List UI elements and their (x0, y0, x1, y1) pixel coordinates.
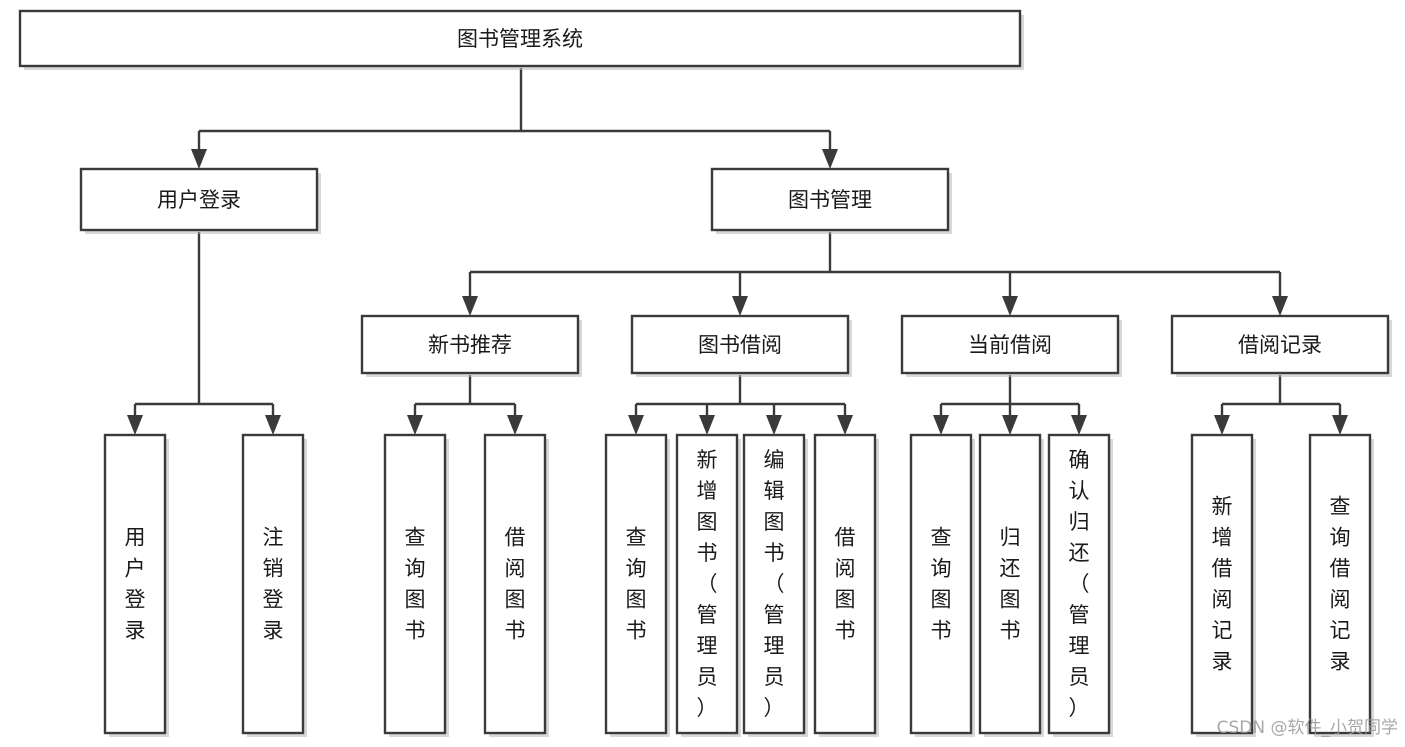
node-leaf-confirm-return[interactable]: 确认归还（管理员） (1047, 433, 1113, 737)
node-borrow-record-label: 借阅记录 (1238, 333, 1322, 357)
node-leaf-query-book-2-box (604, 433, 668, 735)
node-leaf-query-book-3[interactable]: 查询图书 (909, 433, 975, 737)
node-leaf-add-record[interactable]: 新增借阅记录 (1190, 433, 1256, 737)
node-leaf-borrow-book-2-label: 借阅图书 (835, 526, 856, 643)
node-book-manage-label: 图书管理 (788, 188, 872, 212)
arrow-bm-to-bookborrow (732, 296, 748, 316)
arrow-nb-leaf1 (407, 415, 423, 435)
node-leaf-confirm-return-box (1047, 433, 1111, 735)
arrow-root-to-user-login (191, 149, 207, 169)
node-leaf-add-book[interactable]: 新增图书（管理员） (675, 433, 741, 737)
node-root-box (18, 9, 1022, 68)
node-current-borrow-box (900, 314, 1120, 375)
node-borrow-record-box (1170, 314, 1390, 375)
node-leaf-query-book-2-label: 查询图书 (626, 526, 647, 643)
node-leaf-logout[interactable]: 注销登录 (241, 433, 307, 737)
node-book-borrow[interactable]: 图书借阅 (630, 314, 852, 377)
arrow-nb-leaf2 (507, 415, 523, 435)
node-book-manage[interactable]: 图书管理 (710, 167, 952, 234)
node-root[interactable]: 图书管理系统 (18, 9, 1024, 70)
node-book-borrow-label: 图书借阅 (698, 333, 782, 357)
node-leaf-query-record[interactable]: 查询借阅记录 (1308, 433, 1374, 737)
node-current-borrow-label: 当前借阅 (968, 333, 1052, 357)
node-leaf-add-record-box (1190, 433, 1254, 735)
node-leaf-query-book-3-box (909, 433, 973, 735)
node-leaf-user-login[interactable]: 用户登录 (103, 433, 169, 737)
node-leaf-logout-label: 注销登录 (263, 526, 284, 643)
arrow-bb-leaf3 (766, 415, 782, 435)
node-leaf-borrow-book-2[interactable]: 借阅图书 (813, 433, 879, 737)
arrow-cb-leaf1 (933, 415, 949, 435)
node-leaf-borrow-book-1-box (483, 433, 547, 735)
node-leaf-query-record-box (1308, 433, 1372, 735)
node-leaf-return-book[interactable]: 归还图书 (978, 433, 1044, 737)
node-leaf-query-book-1-box (383, 433, 447, 735)
node-leaf-query-record-label: 查询借阅记录 (1330, 495, 1351, 674)
node-leaf-add-record-label: 新增借阅记录 (1212, 495, 1233, 674)
node-leaf-logout-box (241, 433, 305, 735)
node-leaf-user-login-label: 用户登录 (125, 526, 146, 643)
node-leaf-borrow-book-2-box (813, 433, 877, 735)
node-leaf-edit-book-box (742, 433, 806, 735)
node-leaf-query-book-1[interactable]: 查询图书 (383, 433, 449, 737)
node-new-book-rec-label: 新书推荐 (428, 333, 512, 357)
nodes-layer: 图书管理系统 用户登录 图书管理 新书推荐 (18, 9, 1392, 737)
arrow-bb-leaf1 (628, 415, 644, 435)
node-user-login-box (79, 167, 319, 232)
arrow-bm-to-currentborrow (1002, 296, 1018, 316)
node-leaf-query-book-2[interactable]: 查询图书 (604, 433, 670, 737)
node-leaf-edit-book-label: 编辑图书（管理员） (764, 448, 785, 720)
node-borrow-record[interactable]: 借阅记录 (1170, 314, 1392, 377)
csdn-watermark: CSDN @软件_小贺同学 (1217, 718, 1398, 738)
node-leaf-return-book-label: 归还图书 (1000, 526, 1021, 643)
arrow-bm-to-newbook (462, 296, 478, 316)
node-new-book-rec-box (360, 314, 580, 375)
node-leaf-add-book-label: 新增图书（管理员） (697, 448, 718, 720)
node-leaf-borrow-book-1-label: 借阅图书 (505, 526, 526, 643)
arrow-bb-leaf2 (699, 415, 715, 435)
node-book-manage-box (710, 167, 950, 232)
node-leaf-query-book-3-label: 查询图书 (931, 526, 952, 643)
node-leaf-add-book-box (675, 433, 739, 735)
node-leaf-edit-book[interactable]: 编辑图书（管理员） (742, 433, 808, 737)
arrow-bm-to-borrowrecord (1272, 296, 1288, 316)
node-leaf-confirm-return-label: 确认归还（管理员） (1069, 448, 1090, 720)
arrow-root-to-book-manage (822, 149, 838, 169)
arrow-br-leaf1 (1214, 415, 1230, 435)
arrow-cb-leaf3 (1071, 415, 1087, 435)
arrow-ul-leaf1 (127, 415, 143, 435)
edges-layer (127, 68, 1348, 435)
arrow-br-leaf2 (1332, 415, 1348, 435)
node-leaf-query-book-1-label: 查询图书 (405, 526, 426, 643)
node-leaf-return-book-box (978, 433, 1042, 735)
arrow-ul-leaf2 (265, 415, 281, 435)
node-user-login-label: 用户登录 (157, 188, 241, 212)
node-new-book-rec[interactable]: 新书推荐 (360, 314, 582, 377)
arrow-bb-leaf4 (837, 415, 853, 435)
node-leaf-borrow-book-1[interactable]: 借阅图书 (483, 433, 549, 737)
node-current-borrow[interactable]: 当前借阅 (900, 314, 1122, 377)
arrow-cb-leaf2 (1002, 415, 1018, 435)
node-root-label: 图书管理系统 (457, 27, 583, 51)
node-book-borrow-box (630, 314, 850, 375)
node-leaf-user-login-box (103, 433, 167, 735)
node-user-login[interactable]: 用户登录 (79, 167, 321, 234)
